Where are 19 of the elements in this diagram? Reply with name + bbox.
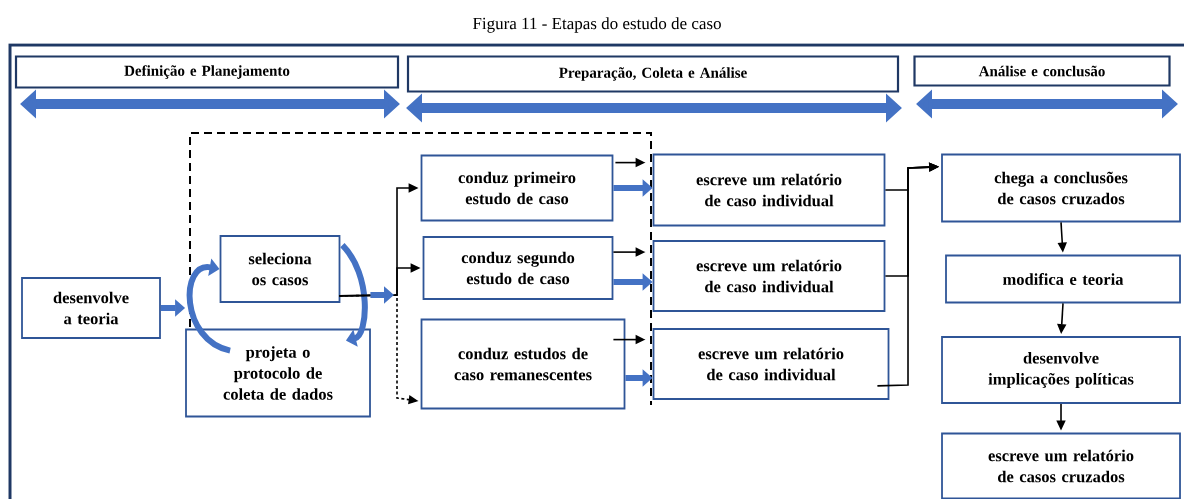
process-box: projeta o protocolo de coleta de dados	[185, 328, 371, 418]
process-box: escreve um relatório de caso individual	[652, 240, 886, 312]
phase-header: Preparação, Coleta e Análise	[406, 55, 900, 93]
process-box: escreve um relatório de caso individual	[652, 328, 890, 400]
process-box: modifica e teoria	[945, 254, 1181, 304]
phase-header: Definição e Planejamento	[14, 55, 400, 89]
process-box: seleciona os casos	[219, 235, 341, 303]
process-box: escreve um relatório de caso individual	[652, 153, 886, 227]
process-box: conduz primeiro estudo de caso	[420, 154, 614, 222]
process-box: chega a conclusões de casos cruzados	[941, 153, 1181, 223]
curved-arrow	[340, 243, 368, 347]
figure-title: Figura 11 - Etapas do estudo de caso	[472, 17, 721, 33]
process-box: conduz segundo estudo de caso	[422, 236, 614, 300]
process-box: desenvolve a teoria	[21, 277, 161, 339]
process-box: conduz estudos de caso remanescentes	[420, 318, 626, 410]
phase-header: Análise e conclusão	[913, 55, 1171, 87]
process-box: escreve um relatório de casos cruzados	[941, 432, 1181, 499]
process-box: desenvolve implicações políticas	[941, 336, 1181, 404]
curved-arrow	[186, 258, 232, 354]
